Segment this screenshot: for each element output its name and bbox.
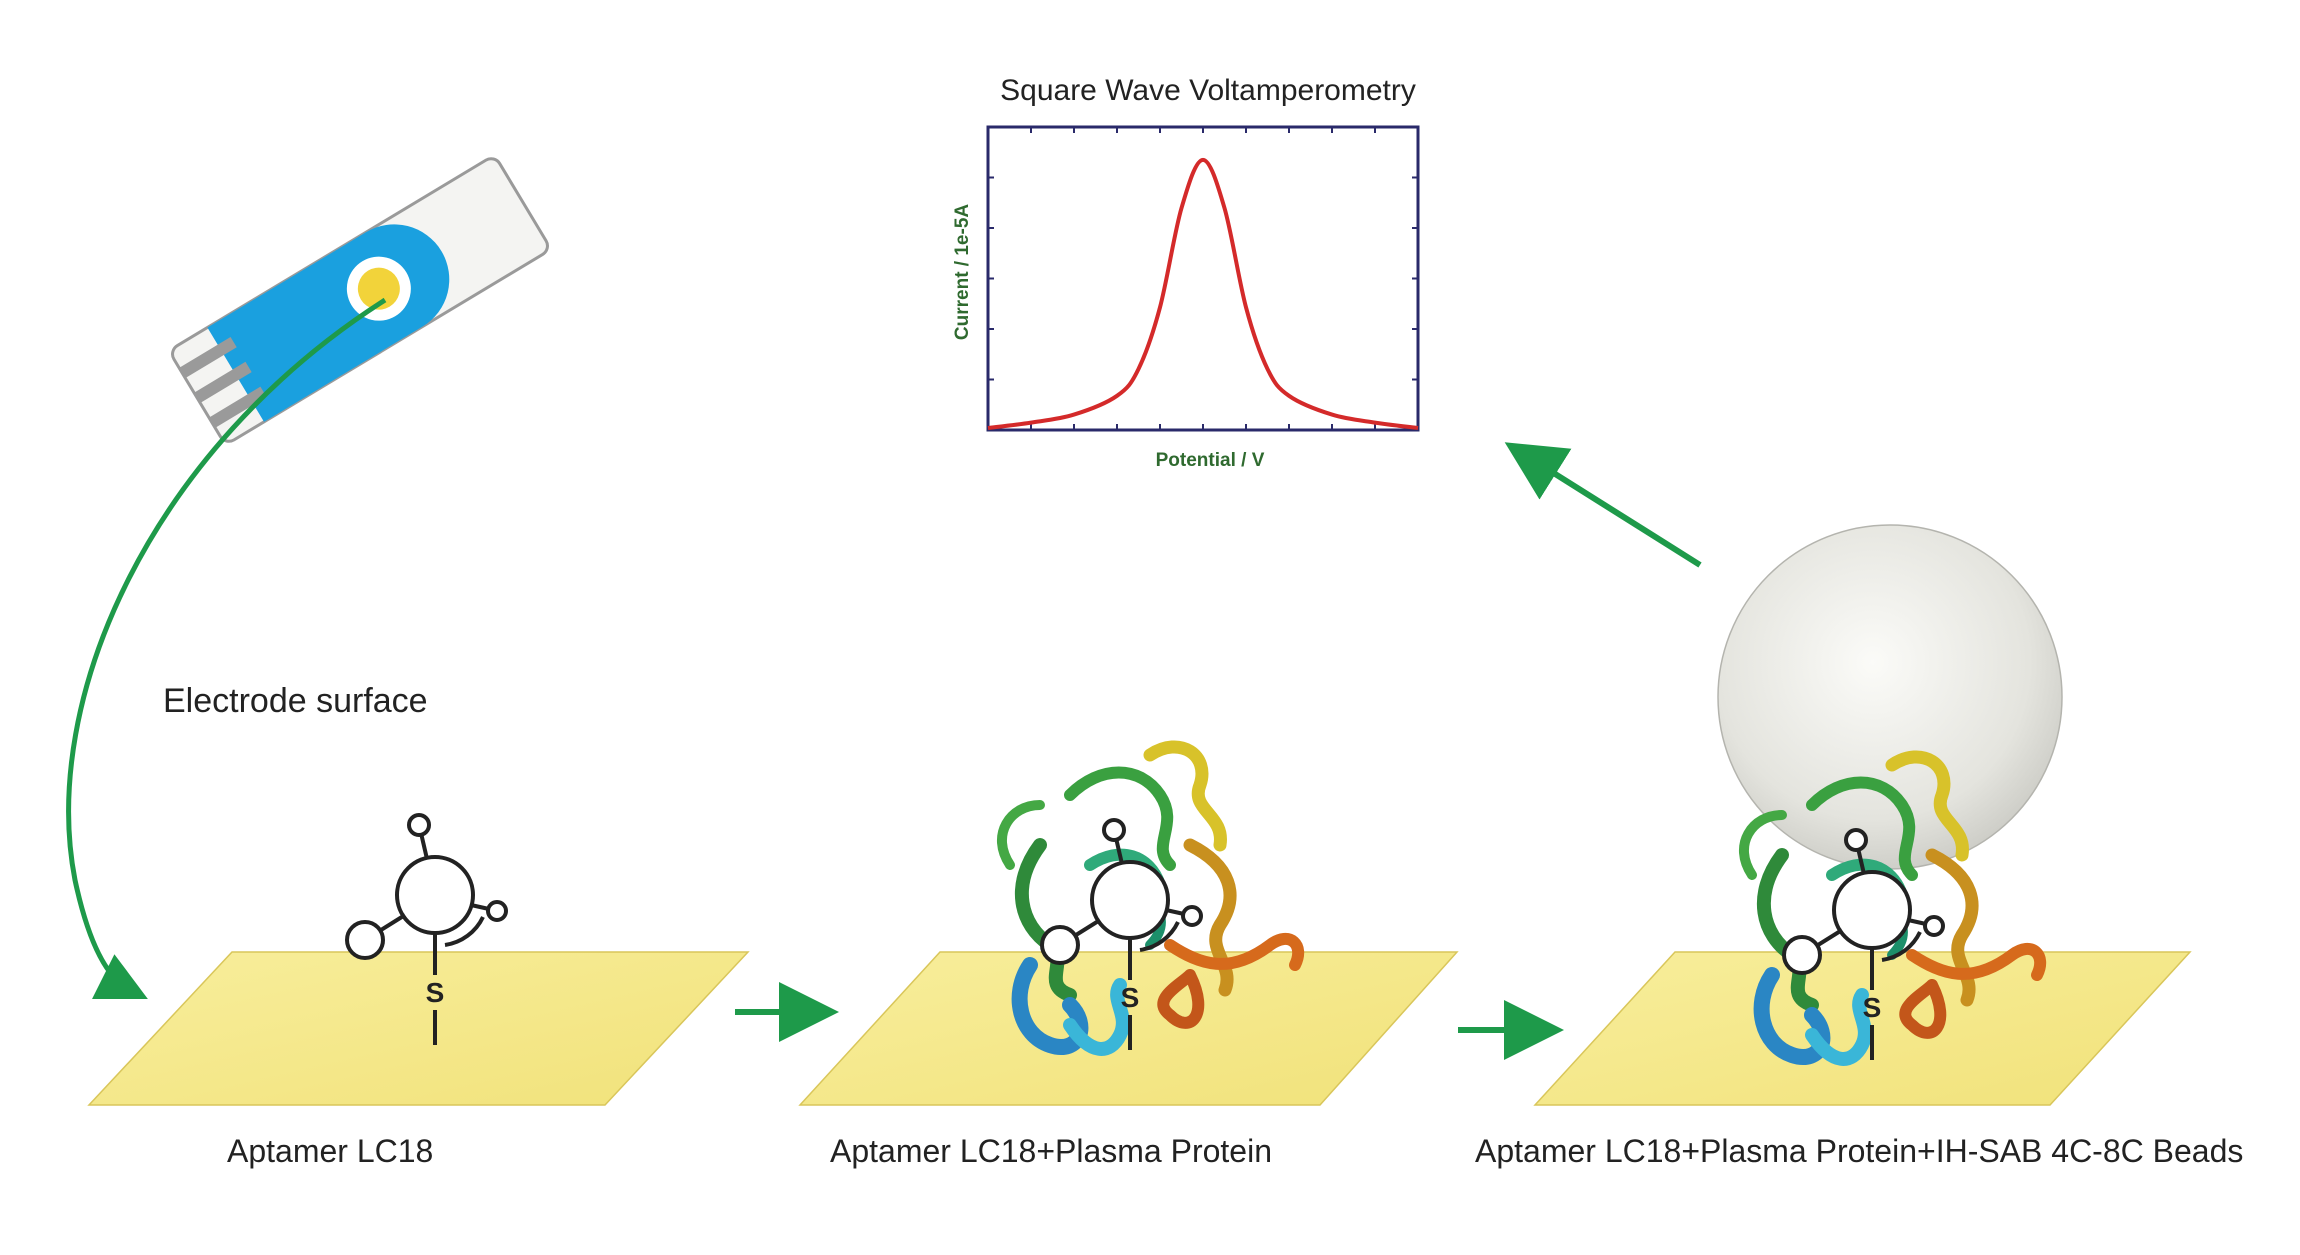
- strip-contact-2: [194, 361, 252, 404]
- chart-ticks: [988, 127, 1418, 430]
- electrode-surface-label: Electrode surface: [163, 682, 428, 720]
- chart-points: [987, 159, 1419, 429]
- sulfur-label-3: S: [1863, 992, 1882, 1023]
- protein-complex-3: S: [1744, 757, 2040, 1060]
- gold-surface-1: [87, 951, 750, 1106]
- chart-title: Square Wave Voltamperometry: [1000, 74, 1416, 107]
- curved-arrow: [66, 297, 387, 999]
- step1-label: Aptamer LC18: [227, 1133, 434, 1169]
- protein-complex-2: S: [1002, 747, 1298, 1050]
- voltammetry-chart: Square Wave Voltamperometry Potential / …: [952, 74, 1420, 471]
- strip-contact-3: [208, 386, 267, 428]
- strip-electrode-gold: [357, 267, 400, 310]
- step2-label: Aptamer LC18+Plasma Protein: [830, 1133, 1272, 1169]
- aptamer-1: S: [345, 813, 508, 1047]
- strip-contact-1: [179, 336, 237, 379]
- chart-y-axis-label: Current / 1e-5A: [952, 204, 973, 340]
- sulfur-label-1: S: [426, 977, 445, 1008]
- arrow-bead-to-chart: [1504, 442, 1702, 568]
- test-strip: [171, 157, 549, 443]
- step3-label: Aptamer LC18+Plasma Protein+IH-SAB 4C-8C…: [1475, 1133, 2244, 1169]
- chart-x-axis-label: Potential / V: [1156, 450, 1265, 471]
- sulfur-label-2: S: [1121, 982, 1140, 1013]
- chart-frame: [986, 125, 1420, 432]
